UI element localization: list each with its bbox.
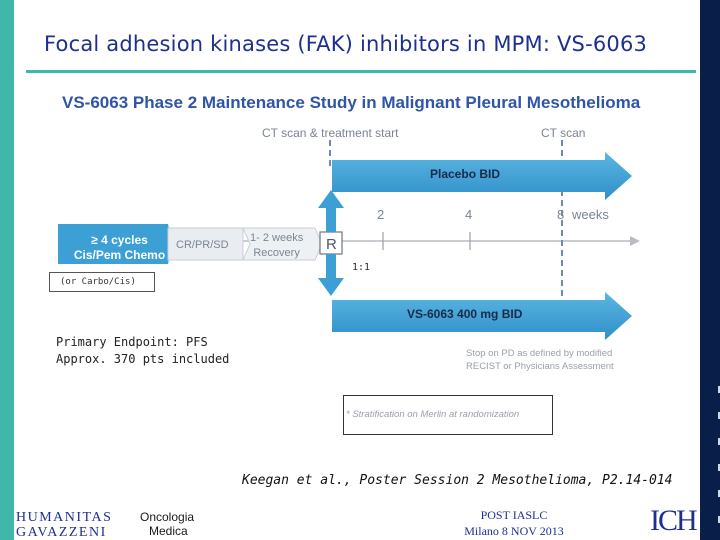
- event-label: POST IASLC Milano 8 NOV 2013: [455, 507, 573, 539]
- vs6063-arm-arrow: [332, 292, 632, 340]
- humanitas-logo: HUMANITAS GAVAZZENI: [16, 510, 112, 540]
- stop-pd-line2: RECIST or Physicians Assessment: [466, 361, 614, 372]
- recovery-label: 1- 2 weeks Recovery: [250, 231, 303, 261]
- randomization-label: R: [326, 236, 337, 253]
- tick-label-8: 8: [557, 207, 565, 222]
- study-design-diagram: [58, 140, 640, 340]
- recovery-text: Recovery: [253, 247, 300, 259]
- study-title: VS-6063 Phase 2 Maintenance Study in Mal…: [62, 93, 641, 112]
- event-date: Milano 8 NOV 2013: [464, 524, 564, 538]
- title-divider: [26, 70, 696, 73]
- patients-included-text: Approx. 370 pts included: [56, 352, 230, 366]
- weeks-label: weeks: [572, 207, 609, 222]
- primary-endpoint-text: Primary Endpoint: PFS: [56, 335, 208, 349]
- department-line2: Medica: [149, 524, 188, 538]
- up-arrow-shaft: [326, 206, 336, 232]
- tick-label-4: 4: [465, 207, 473, 222]
- department-label: Oncologia Medica: [140, 510, 194, 538]
- slide-title: Focal adhesion kinases (FAK) inhibitors …: [44, 32, 648, 56]
- tick-label-2: 2: [377, 207, 385, 222]
- endpoint-notes: Primary Endpoint: PFS Approx. 370 pts in…: [56, 334, 229, 368]
- placebo-arm-label: Placebo BID: [430, 167, 501, 181]
- logo-line2: GAVAZZENI: [16, 525, 107, 540]
- ct-scan-treatment-start-label: CT scan & treatment start: [262, 126, 399, 140]
- response-label: CR/PR/SD: [176, 239, 229, 251]
- vs6063-arm-label: VS-6063 400 mg BID: [407, 307, 523, 321]
- stop-pd-line1: Stop on PD as defined by modified: [466, 348, 613, 359]
- logo-line1: HUMANITAS: [16, 510, 113, 525]
- recovery-duration-text: 1- 2 weeks: [250, 232, 304, 244]
- response-segment: [167, 227, 244, 261]
- chemo-box: [58, 224, 168, 264]
- chemo-regimen-text: Cis/Pem Chemo: [73, 248, 166, 262]
- right-accent-bar: [700, 0, 720, 540]
- down-arrow-shaft: [326, 254, 336, 280]
- stratification-box: [343, 395, 553, 435]
- timeline-arrowhead: [630, 236, 640, 246]
- chemo-cycles-text: ≥ 4 cycles: [91, 233, 148, 247]
- ct-scan-label: CT scan: [541, 126, 586, 140]
- placebo-arm-arrow: [332, 152, 632, 200]
- ich-logo: ICH: [650, 504, 698, 537]
- stop-on-pd-note: Stop on PD as defined by modified RECIST…: [466, 347, 614, 373]
- left-accent-bar: [0, 0, 14, 540]
- event-name: POST IASLC: [480, 508, 548, 522]
- down-arrowhead: [318, 278, 344, 296]
- recovery-chevron: [242, 227, 323, 261]
- department-line1: Oncologia: [140, 510, 195, 524]
- stratification-text: * Stratification on Merlin at randomizat…: [346, 409, 520, 420]
- citation: Keegan et al., Poster Session 2 Mesothel…: [242, 473, 673, 488]
- carbo-cis-note: (or Carbo/Cis): [49, 272, 155, 292]
- randomization-ratio: 1:1: [352, 262, 371, 273]
- up-arrowhead: [318, 190, 344, 208]
- chemo-box-label: ≥ 4 cycles Cis/Pem Chemo: [72, 233, 167, 263]
